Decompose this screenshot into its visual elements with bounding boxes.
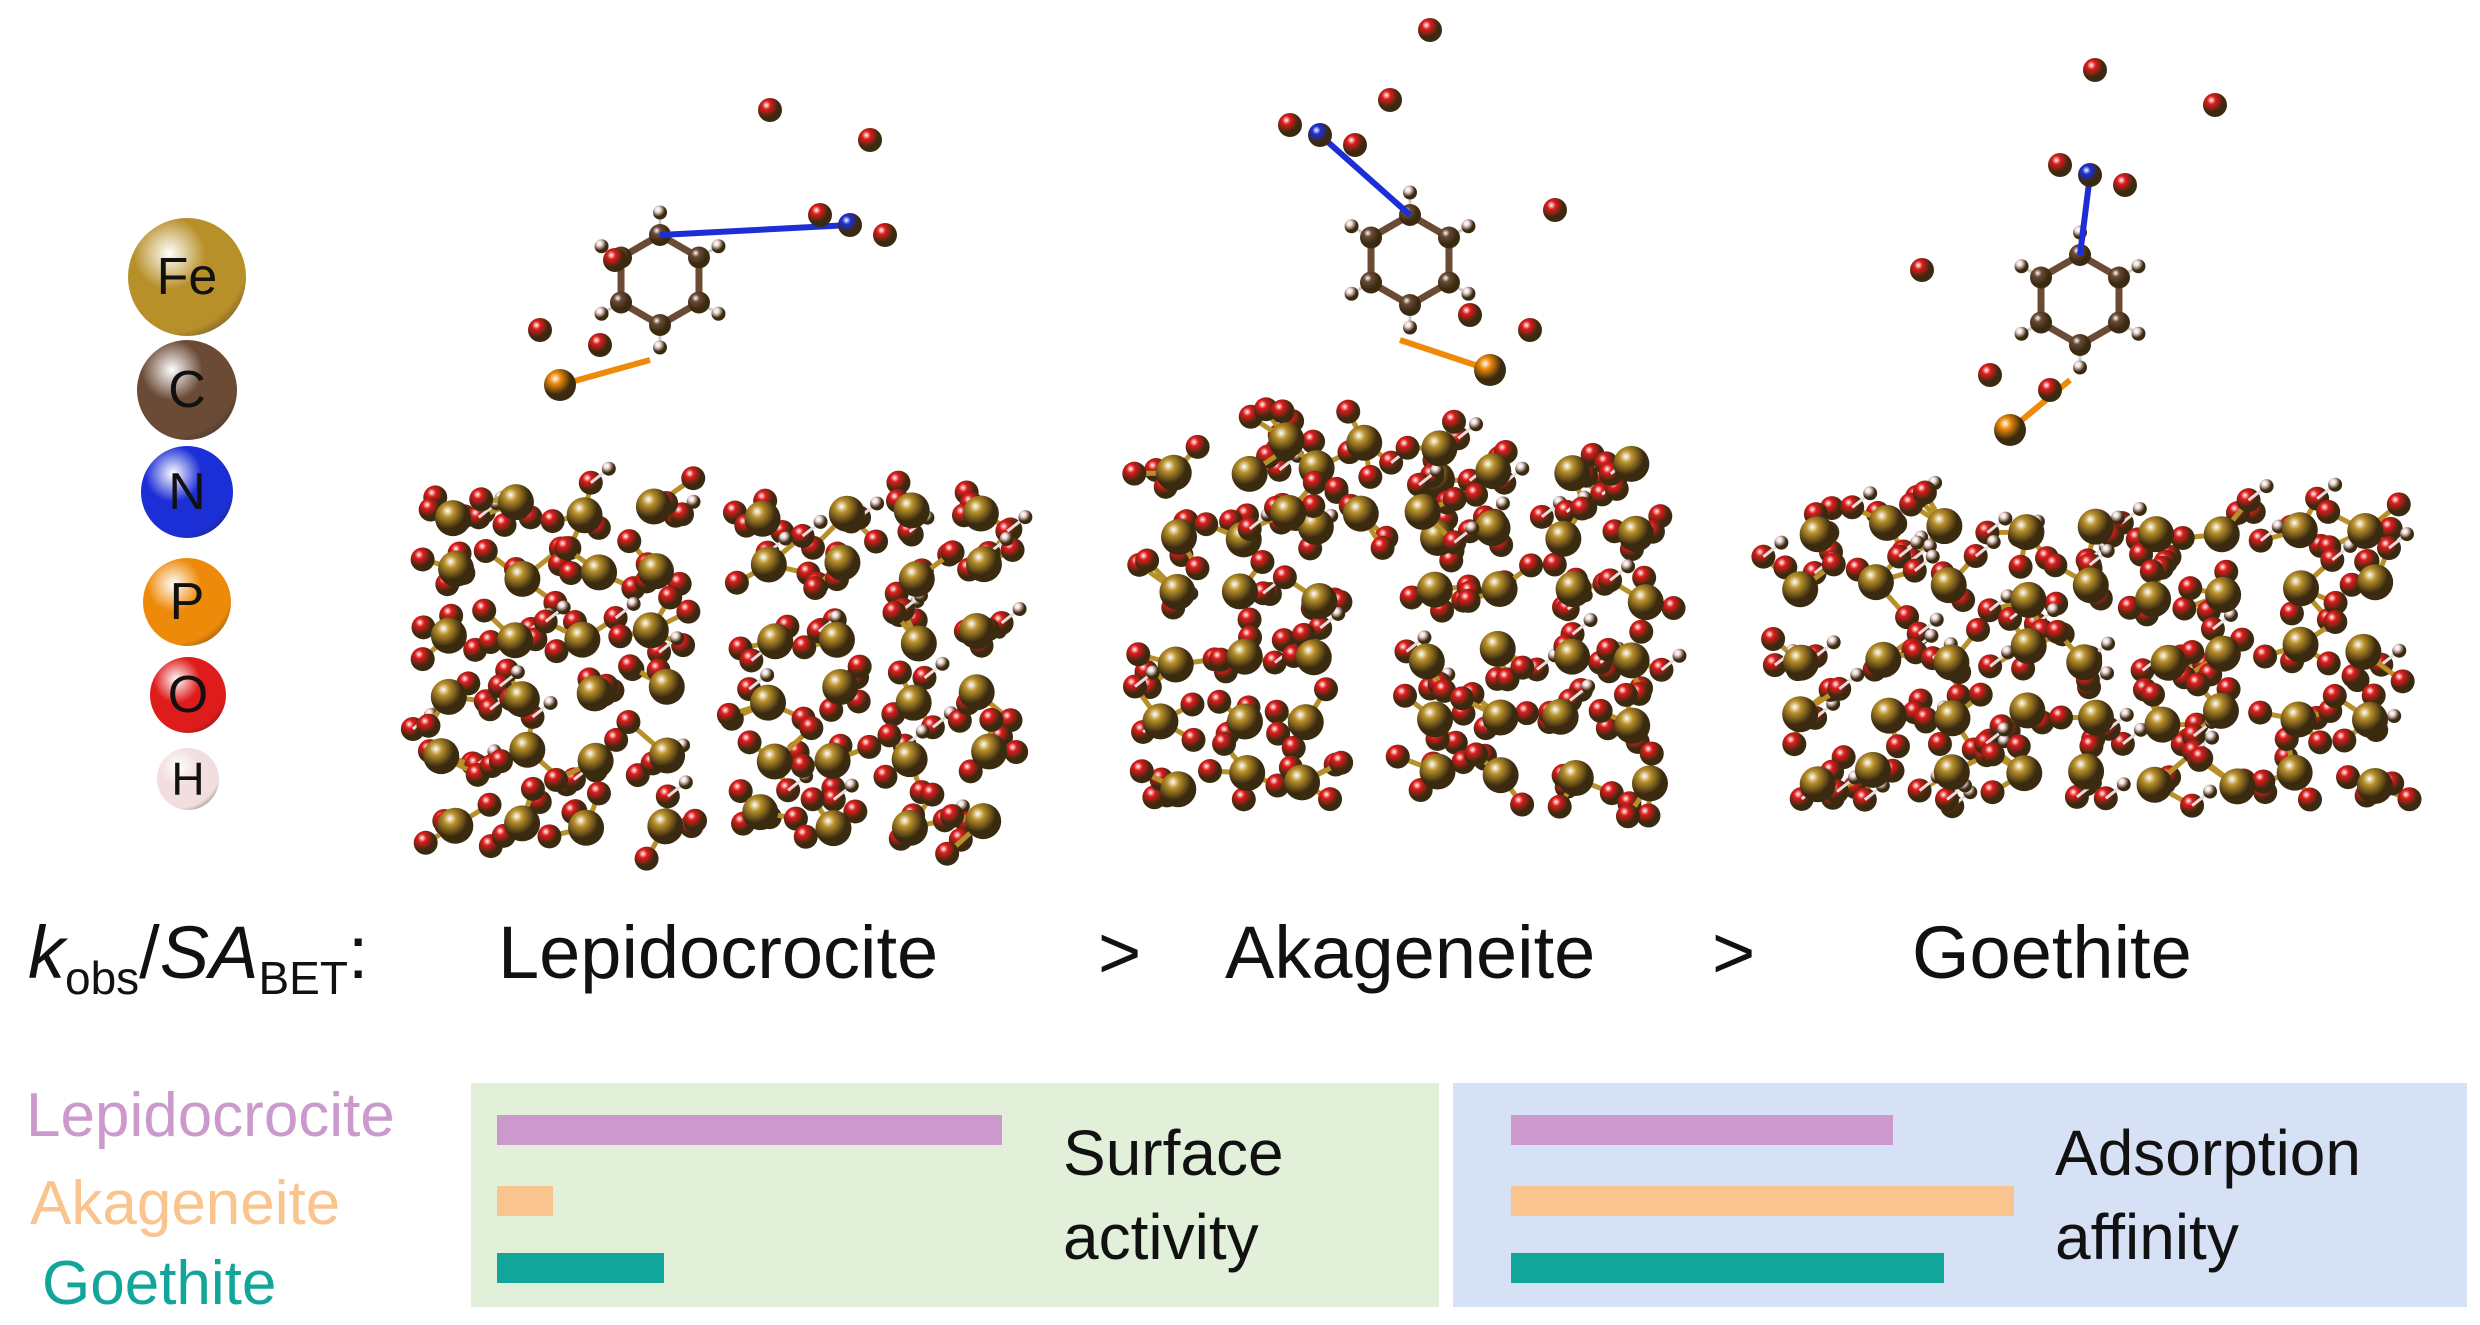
adsorption-bar-akageneite xyxy=(1511,1186,2014,1216)
surface-activity-label: Surface activity xyxy=(1063,1117,1284,1273)
lepidocrocite-structure xyxy=(400,98,1033,871)
adsorption-bar-goethite xyxy=(1511,1253,1944,1283)
surface-bar-akageneite xyxy=(497,1186,553,1216)
legend-fe: Fe xyxy=(128,218,246,336)
adsorption-affinity-label: Adsorption affinity xyxy=(2055,1117,2361,1273)
adsorption-affinity-panel: Adsorption affinity xyxy=(1453,1083,2467,1307)
adsorption-bar-lepidocrocite xyxy=(1511,1115,1894,1145)
legend-c: C xyxy=(137,340,237,440)
rank-second: Akageneite xyxy=(1225,911,1596,994)
key-goethite: Goethite xyxy=(42,1249,277,1318)
molecular-structures xyxy=(400,18,2422,871)
rank-third: Goethite xyxy=(1912,911,2192,994)
rank-first: Lepidocrocite xyxy=(498,911,939,994)
surface-activity-panel: Surface activity xyxy=(471,1083,1439,1307)
greater-than-1: > xyxy=(1098,911,1142,994)
surface-bar-goethite xyxy=(497,1253,664,1283)
legend-n: N xyxy=(141,446,233,538)
key-lepidocrocite: Lepidocrocite xyxy=(26,1081,395,1150)
goethite-structure xyxy=(1751,58,2422,819)
ranking-expression: kobs/SABET: xyxy=(28,911,369,1004)
legend-p: P xyxy=(143,558,231,646)
greater-than-2: > xyxy=(1712,911,1756,994)
akageneite-structure xyxy=(1122,18,1687,829)
surface-bar-lepidocrocite xyxy=(497,1115,1002,1145)
key-akageneite: Akageneite xyxy=(30,1169,341,1238)
legend-o: O xyxy=(150,657,226,733)
legend-h: H xyxy=(157,748,219,810)
